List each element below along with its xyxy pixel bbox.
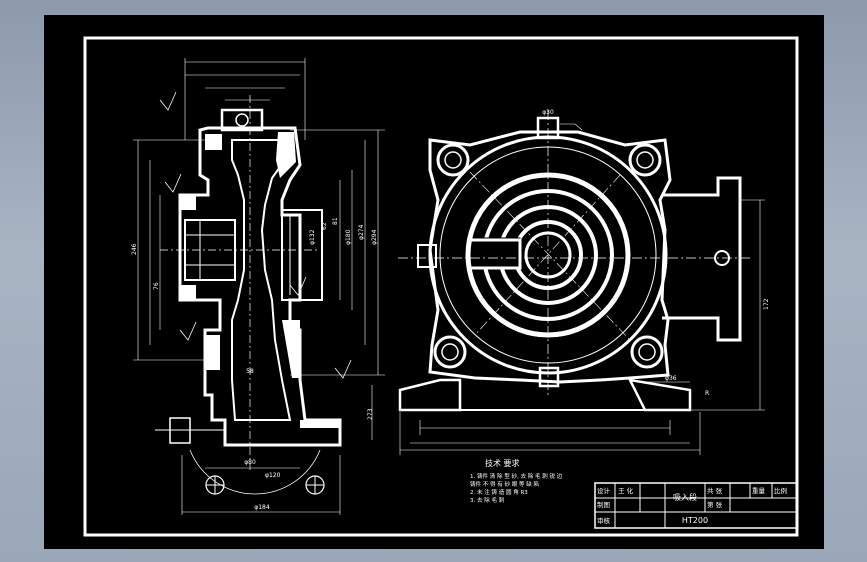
dim-phi132: φ132 bbox=[309, 229, 316, 245]
title-block bbox=[594, 482, 798, 529]
section-view bbox=[133, 58, 385, 515]
dim-172: 172 bbox=[763, 298, 770, 310]
dim-phi294: φ294 bbox=[371, 229, 378, 245]
dim-phi80: φ80 bbox=[244, 459, 256, 466]
dim-phi120: φ120 bbox=[265, 472, 281, 479]
drawing-border bbox=[83, 36, 799, 537]
dim-phi180: φ180 bbox=[345, 229, 352, 245]
tb-scale: 比例 bbox=[774, 486, 787, 495]
dim-81: 81 bbox=[332, 217, 339, 225]
tech-req-line-3: 2. 未 注 铸 造 圆 角 R3 bbox=[470, 488, 528, 496]
technical-requirements: 技术 要求 1. 铸件 清 除 型 砂, 去 除 毛 刺 锐 边 铸件 不 得 … bbox=[470, 458, 563, 504]
dim-R: R bbox=[705, 390, 709, 397]
front-view bbox=[398, 110, 765, 455]
dim-76: 76 bbox=[153, 282, 160, 290]
tb-weight: 重量 bbox=[752, 487, 766, 495]
tech-req-line-1: 1. 铸件 清 除 型 砂, 去 除 毛 刺 锐 边 bbox=[470, 472, 563, 480]
tb-part-name: 吸入段 bbox=[673, 492, 697, 502]
dim-phi184: φ184 bbox=[254, 504, 270, 511]
tb-drawing: 制图 bbox=[597, 500, 610, 509]
dim-phi274: φ274 bbox=[358, 224, 365, 240]
dim-246: 246 bbox=[131, 243, 138, 255]
tb-sheet: 第 张 bbox=[707, 500, 723, 509]
dim-phi36: φ36 bbox=[665, 375, 677, 382]
tb-material: HT200 bbox=[682, 516, 708, 525]
tb-qty: 共 张 bbox=[707, 486, 723, 495]
tech-req-line-4: 3. 去 除 毛 刺 bbox=[470, 496, 505, 504]
dim-58: 58 bbox=[246, 368, 254, 375]
tech-req-line-2: 铸件 不 得 有 砂 眼 等 缺 陷 bbox=[470, 480, 539, 488]
dim-273: 273 bbox=[367, 408, 374, 420]
tb-design: 设计 bbox=[597, 486, 611, 495]
tech-req-title: 技术 要求 bbox=[485, 458, 520, 468]
tb-designer: 王 化 bbox=[618, 486, 634, 495]
dim-phi30: φ30 bbox=[542, 109, 554, 116]
dim-62: 62 bbox=[321, 222, 328, 230]
tb-review: 审核 bbox=[597, 516, 611, 525]
